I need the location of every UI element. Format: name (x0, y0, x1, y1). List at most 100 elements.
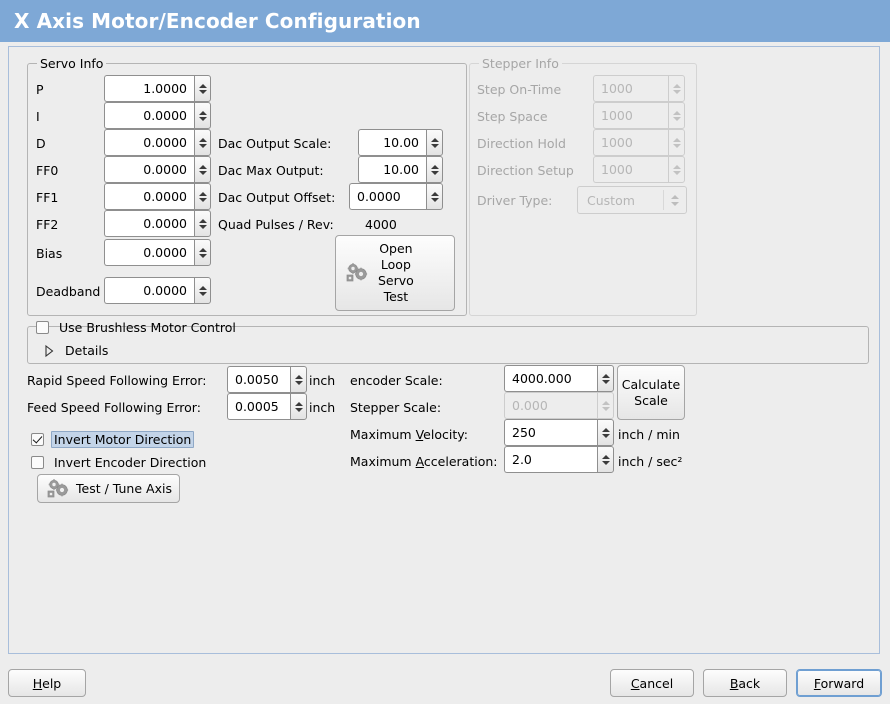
invert-encoder-direction-box[interactable] (31, 456, 44, 469)
servo-input-ff2[interactable]: 0.0000 (104, 210, 211, 237)
maximum-velocity-spinner[interactable] (597, 419, 614, 446)
servo-input-d-value[interactable]: 0.0000 (104, 129, 194, 156)
invert-encoder-direction-label: Invert Encoder Direction (54, 455, 207, 470)
servo-info-frame: Servo Info (27, 56, 467, 316)
driver-type-value: Custom (587, 192, 635, 208)
servo-input-bias[interactable]: 0.0000 (104, 239, 211, 266)
step-on-time-input[interactable]: 1000 (593, 75, 685, 102)
servo-label-p: P (36, 82, 44, 97)
feed-following-error-input[interactable]: 0.0005 (227, 393, 307, 420)
direction-setup-input[interactable]: 1000 (593, 156, 685, 183)
invert-motor-direction-box[interactable] (31, 433, 44, 446)
maximum-velocity-input[interactable]: 250 (504, 419, 614, 446)
step-on-time-spinner[interactable] (668, 75, 685, 102)
stepper-scale-spinner[interactable] (597, 392, 614, 419)
servo-input-bias-spinner[interactable] (194, 239, 211, 266)
chevron-updown-icon (664, 194, 686, 206)
forward-button[interactable]: Forward (796, 669, 882, 697)
direction-hold-spinner[interactable] (668, 129, 685, 156)
back-button[interactable]: Back (703, 669, 787, 697)
dac-max-output-value[interactable]: 10.00 (358, 156, 426, 183)
dac-output-offset-label: Dac Output Offset: (218, 190, 336, 205)
servo-input-ff2-spinner[interactable] (194, 210, 211, 237)
direction-hold-input[interactable]: 1000 (593, 129, 685, 156)
maximum-acceleration-value[interactable]: 2.0 (504, 446, 597, 473)
details-label: Details (65, 343, 109, 358)
maximum-acceleration-spinner[interactable] (597, 446, 614, 473)
servo-input-d[interactable]: 0.0000 (104, 129, 211, 156)
rapid-following-error-input[interactable]: 0.0050 (227, 366, 307, 393)
test-tune-axis-label: Test / Tune Axis (76, 481, 172, 496)
help-button-label: Help (32, 675, 62, 691)
encoder-scale-value[interactable]: 4000.000 (504, 365, 597, 392)
servo-input-p-value[interactable]: 1.0000 (104, 75, 194, 102)
feed-following-error-value[interactable]: 0.0005 (227, 393, 290, 420)
dac-output-offset-value[interactable]: 0.0000 (349, 183, 426, 210)
dac-output-scale-value[interactable]: 10.00 (358, 129, 426, 156)
calculate-scale-button[interactable]: Calculate Scale (617, 365, 685, 420)
direction-hold-value[interactable]: 1000 (593, 129, 668, 156)
feed-following-error-unit: inch (309, 400, 336, 415)
use-brushless-motor-control-checkbox[interactable]: Use Brushless Motor Control (36, 319, 239, 336)
stepper-info-frame: Stepper Info (469, 56, 697, 316)
step-space-input[interactable]: 1000 (593, 102, 685, 129)
servo-input-ff1[interactable]: 0.0000 (104, 183, 211, 210)
servo-input-i-value[interactable]: 0.0000 (104, 102, 194, 129)
rapid-following-error-value[interactable]: 0.0050 (227, 366, 290, 393)
invert-encoder-direction-checkbox[interactable]: Invert Encoder Direction (31, 454, 209, 471)
servo-input-ff1-spinner[interactable] (194, 183, 211, 210)
servo-input-deadband[interactable]: 0.0000 (104, 277, 211, 304)
brushless-checkbox-box[interactable] (36, 321, 49, 334)
maximum-acceleration-input[interactable]: 2.0 (504, 446, 614, 473)
driver-type-select[interactable]: Custom (577, 186, 687, 214)
servo-input-i[interactable]: 0.0000 (104, 102, 211, 129)
step-on-time-value[interactable]: 1000 (593, 75, 668, 102)
direction-setup-label: Direction Setup (477, 163, 574, 178)
servo-input-ff0-value[interactable]: 0.0000 (104, 156, 194, 183)
servo-input-i-spinner[interactable] (194, 102, 211, 129)
rapid-following-error-spinner[interactable] (290, 366, 307, 393)
step-space-value[interactable]: 1000 (593, 102, 668, 129)
servo-input-d-spinner[interactable] (194, 129, 211, 156)
maximum-acceleration-unit: inch / sec² (618, 454, 683, 469)
open-loop-servo-test-label: Open Loop Servo Test (378, 241, 414, 304)
dac-output-offset-input[interactable]: 0.0000 (349, 183, 443, 210)
dac-output-scale-input[interactable]: 10.00 (358, 129, 443, 156)
dac-max-output-input[interactable]: 10.00 (358, 156, 443, 183)
step-space-spinner[interactable] (668, 102, 685, 129)
direction-setup-value[interactable]: 1000 (593, 156, 668, 183)
servo-input-p[interactable]: 1.0000 (104, 75, 211, 102)
calculate-scale-label: Calculate Scale (621, 376, 681, 408)
dac-output-scale-spinner[interactable] (426, 129, 443, 156)
servo-input-deadband-spinner[interactable] (194, 277, 211, 304)
stepper-scale-input[interactable]: 0.000 (504, 392, 614, 419)
open-loop-servo-test-button[interactable]: Open Loop Servo Test (335, 235, 455, 311)
servo-input-ff0[interactable]: 0.0000 (104, 156, 211, 183)
use-brushless-motor-control-label: Use Brushless Motor Control (59, 320, 236, 335)
maximum-velocity-label: Maximum Velocity: (350, 427, 468, 442)
servo-input-ff0-spinner[interactable] (194, 156, 211, 183)
cancel-button[interactable]: Cancel (610, 669, 694, 697)
details-expander[interactable]: Details (35, 343, 108, 358)
servo-input-bias-value[interactable]: 0.0000 (104, 239, 194, 266)
dac-max-output-label: Dac Max Output: (218, 163, 324, 178)
dac-output-offset-spinner[interactable] (426, 183, 443, 210)
dac-max-output-spinner[interactable] (426, 156, 443, 183)
direction-setup-spinner[interactable] (668, 156, 685, 183)
servo-input-ff1-value[interactable]: 0.0000 (104, 183, 194, 210)
test-tune-axis-button[interactable]: Test / Tune Axis (37, 474, 180, 503)
servo-input-p-spinner[interactable] (194, 75, 211, 102)
servo-input-deadband-value[interactable]: 0.0000 (104, 277, 194, 304)
servo-input-ff2-value[interactable]: 0.0000 (104, 210, 194, 237)
feed-following-error-spinner[interactable] (290, 393, 307, 420)
maximum-velocity-value[interactable]: 250 (504, 419, 597, 446)
encoder-scale-spinner[interactable] (597, 365, 614, 392)
footer-button-bar: Help Cancel Back Forward (0, 658, 890, 704)
invert-motor-direction-checkbox[interactable]: Invert Motor Direction (31, 431, 195, 448)
brushless-frame (27, 326, 869, 364)
servo-label-ff2: FF2 (36, 217, 59, 232)
stepper-scale-value[interactable]: 0.000 (504, 392, 597, 419)
help-button[interactable]: Help (8, 669, 86, 697)
chevron-right-icon (35, 344, 55, 357)
encoder-scale-input[interactable]: 4000.000 (504, 365, 614, 392)
